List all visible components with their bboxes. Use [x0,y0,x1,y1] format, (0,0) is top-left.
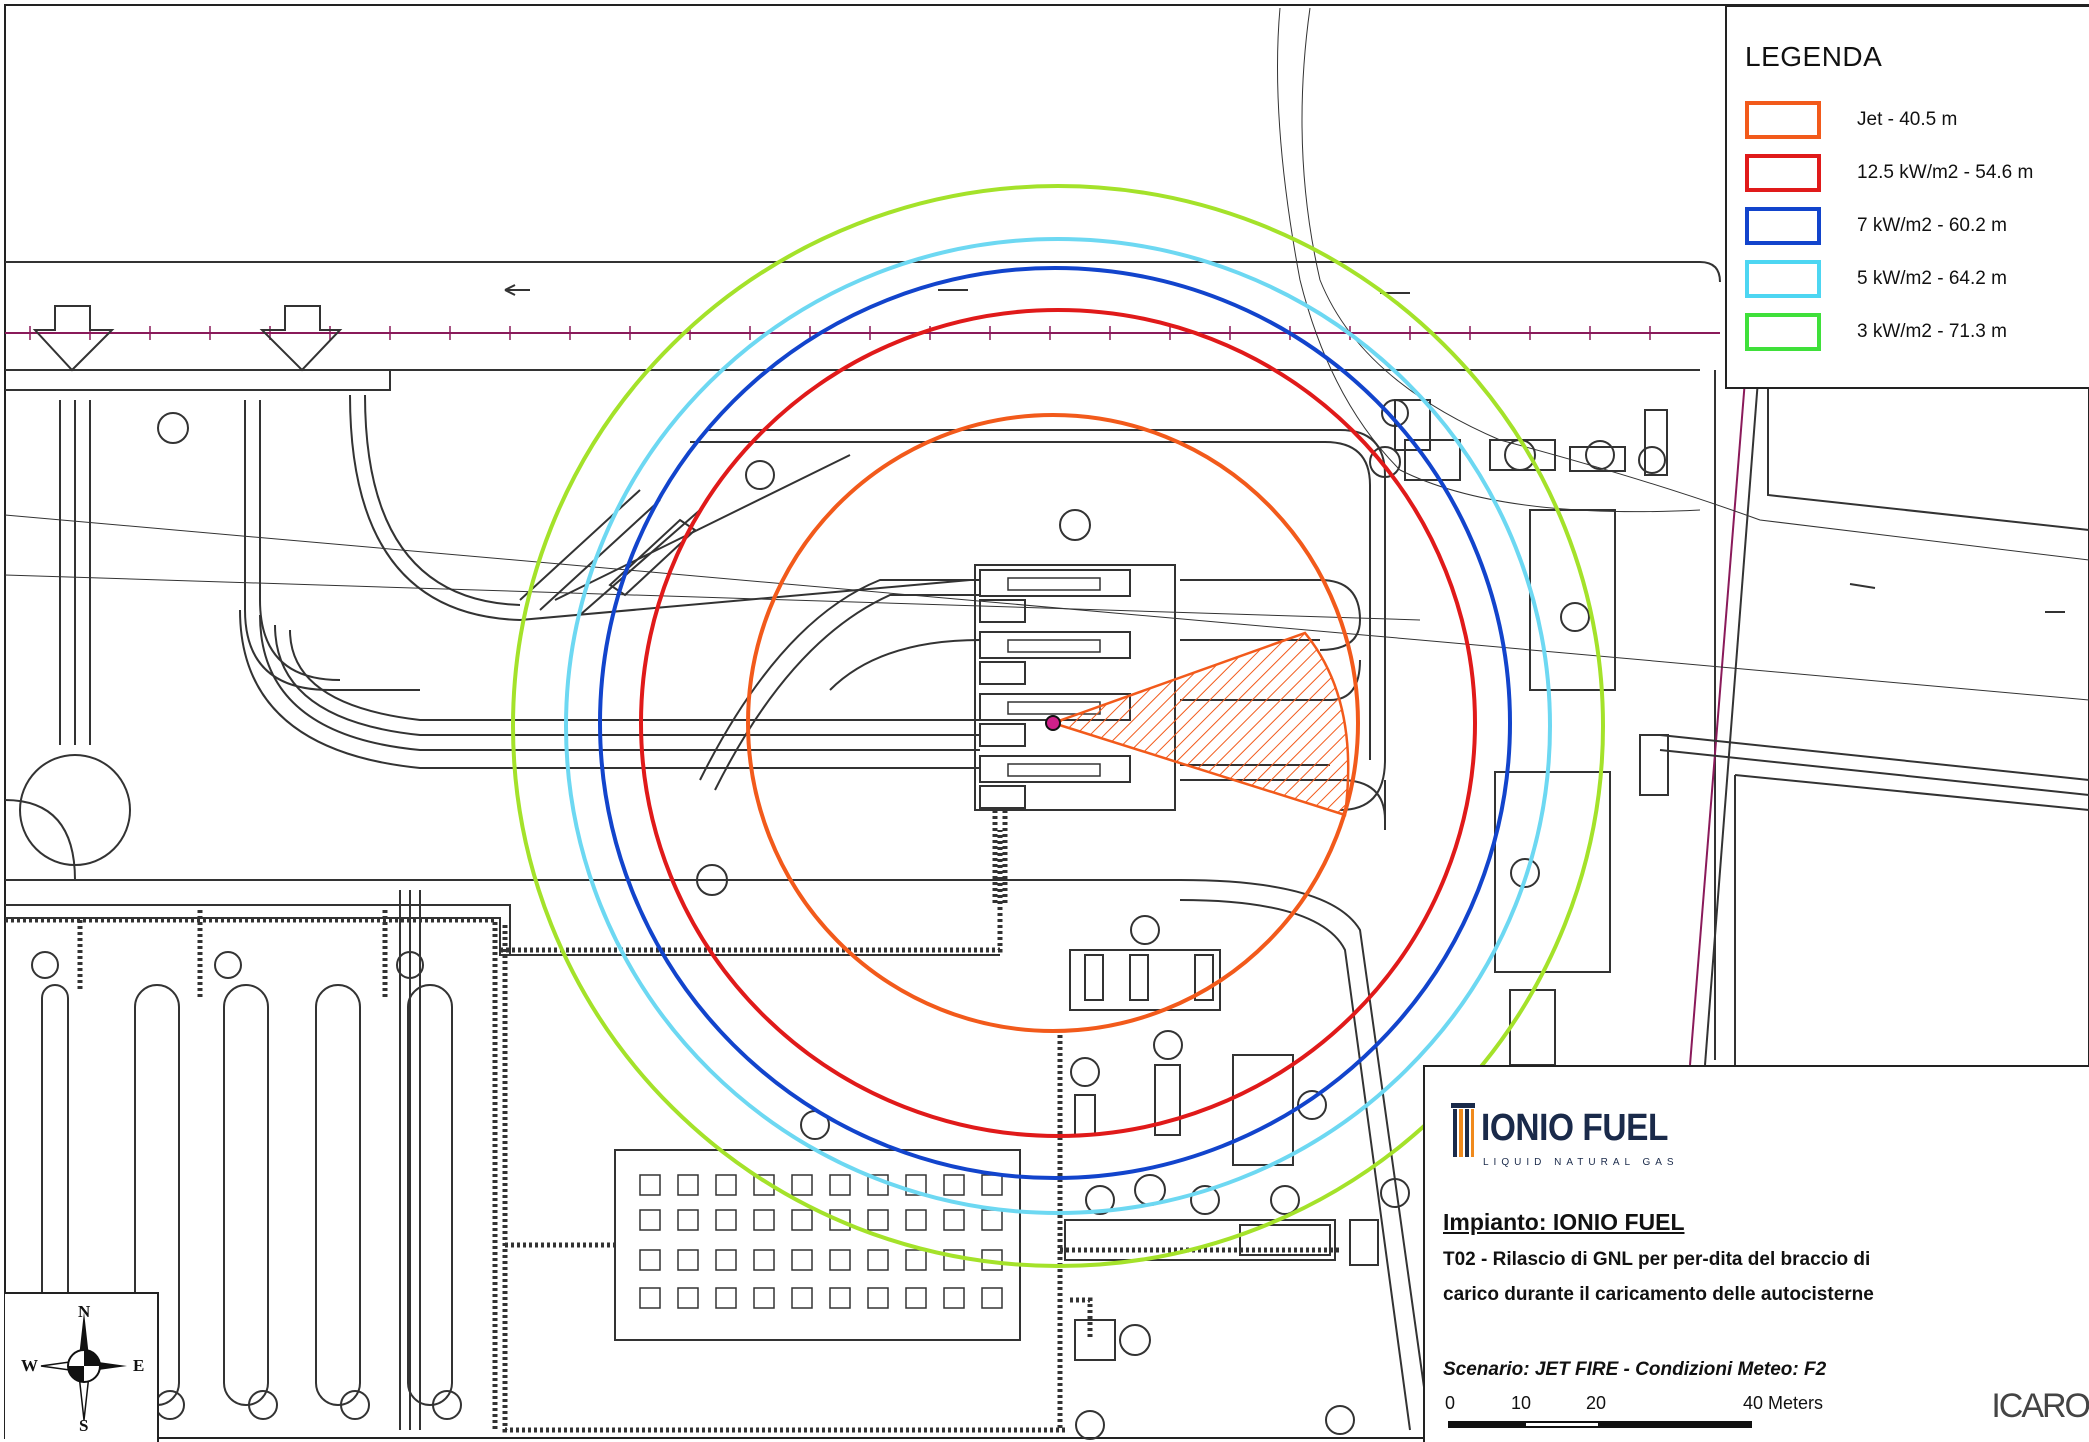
map-frame [4,4,2089,1439]
contour-3kw [511,184,1605,1268]
contour-12-5kw [639,308,1477,1138]
scale-label-40: 40 Meters [1743,1393,1824,1413]
legend-panel: LEGENDA Jet - 40.5 m 12.5 kW/m2 - 54.6 m… [1725,5,2089,389]
scale-label-20: 20 [1586,1393,1607,1413]
scale-label-0: 0 [1445,1393,1456,1413]
legend-swatch-12-5kw [1745,154,1821,192]
legend-label-7kw: 7 kW/m2 - 60.2 m [1857,215,2007,236]
legend-item-3kw: 3 kW/m2 - 71.3 m [1745,313,2085,357]
scale-segment-1 [1448,1421,1524,1428]
logo-tagline: LIQUID NATURAL GAS [1483,1157,1679,1168]
legend-swatch-7kw [1745,207,1821,245]
logo-name: IONIO FUEL [1481,1107,1668,1149]
scenario-description-line2: carico durante il caricamento delle auto… [1443,1284,1874,1305]
legend-title: LEGENDA [1745,41,1883,72]
scenario-conditions: Scenario: JET FIRE - Condizioni Meteo: F… [1443,1359,1827,1380]
legend-item-12-5kw: 12.5 kW/m2 - 54.6 m [1745,154,2085,198]
north-arrow: N S E W [5,1292,159,1442]
logo-pillar-icon [1451,1103,1475,1157]
scenario-description-line1: T02 - Rilascio di GNL per per-dita del b… [1443,1249,1871,1270]
compass-east-label: E [133,1356,145,1375]
scale-label-10: 10 [1511,1393,1532,1413]
legend-label-3kw: 3 kW/m2 - 71.3 m [1857,321,2007,342]
icaro-brand: ICARO [1991,1387,2089,1425]
legend-swatch-jet [1745,101,1821,139]
compass-rose-icon [40,1312,127,1421]
legend-swatch-3kw [1745,313,1821,351]
compass-south-label: S [79,1416,89,1435]
scale-bar: 0 10 20 40 Meters [1443,1393,1823,1437]
contour-5kw [564,237,1552,1215]
consequence-contours [511,184,1605,1268]
legend-item-7kw: 7 kW/m2 - 60.2 m [1745,207,2085,251]
release-point-marker [1045,715,1061,731]
jet-fire-zone [1049,631,1350,817]
company-logo: IONIO FUEL LIQUID NATURAL GAS [1449,1099,1749,1179]
legend-label-12-5kw: 12.5 kW/m2 - 54.6 m [1857,162,2034,183]
plant-name: Impianto: IONIO FUEL [1443,1209,1685,1235]
title-block: IONIO FUEL LIQUID NATURAL GAS Impianto: … [1423,1065,2089,1442]
legend-label-5kw: 5 kW/m2 - 64.2 m [1857,268,2007,289]
contour-jet [746,413,1360,1033]
compass-west-label: W [21,1356,38,1375]
legend-label-jet: Jet - 40.5 m [1857,109,1958,130]
legend-swatch-5kw [1745,260,1821,298]
scale-segment-3 [1600,1421,1752,1428]
contour-7kw [598,266,1512,1180]
scale-segment-2 [1524,1421,1600,1428]
legend-item-jet: Jet - 40.5 m [1745,101,2085,145]
compass-north-label: N [78,1302,91,1321]
legend-item-5kw: 5 kW/m2 - 64.2 m [1745,260,2085,304]
